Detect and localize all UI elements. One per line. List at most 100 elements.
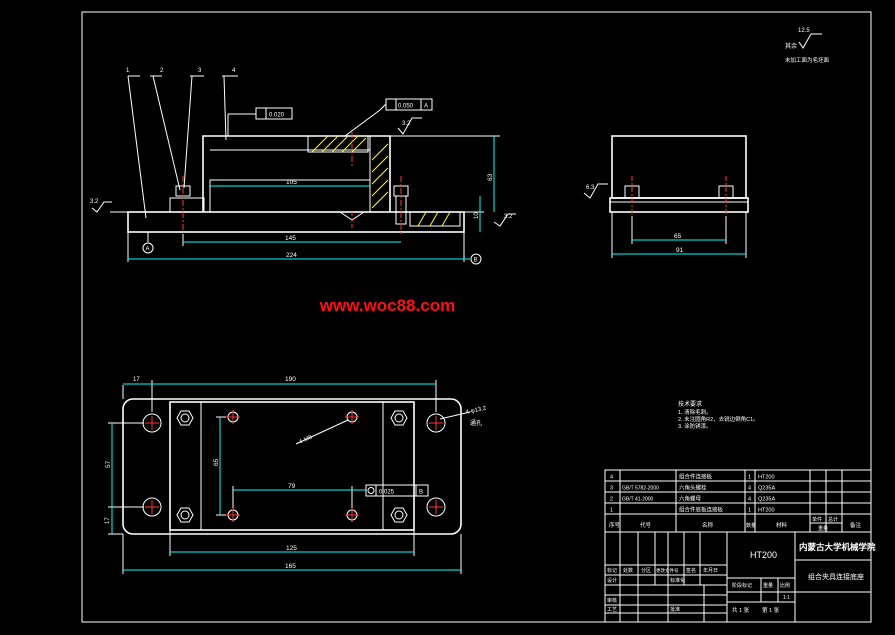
- roughness-symbol-side: [583, 183, 608, 199]
- balloon-1: 1: [126, 68, 130, 74]
- bom-row-3-name: 六角螺母: [679, 495, 702, 503]
- tb-label-sign: 签名: [686, 567, 696, 574]
- bom-row-2-material: Q235A: [758, 486, 775, 492]
- tb-label-approve: 批准: [670, 606, 680, 613]
- bom-row-1-qty: 1: [748, 475, 751, 481]
- technical-requirements: 技术要求 1. 清除毛刺。 2. 未注圆角R2，去锐边倒角C1。 3. 涂防锈漆…: [678, 400, 759, 430]
- bom-header-remark: 备注: [850, 521, 862, 529]
- top-base-outline: [122, 398, 462, 535]
- title-school: 内蒙古大学机械学院: [799, 542, 876, 552]
- dim-63: 63: [487, 173, 494, 181]
- top-dim-57: 57: [105, 460, 112, 468]
- upper-body-outline: [202, 135, 391, 212]
- title-sheet-no: 第 1 张: [762, 606, 780, 614]
- title-material: HT200: [750, 550, 777, 560]
- tb-label-process: 工艺: [607, 607, 617, 613]
- balloon-4: 4: [232, 68, 236, 74]
- tech-req-item-2: 2. 未注圆角R2，去锐边倒角C1。: [678, 415, 759, 423]
- hex-nut-bl: [176, 507, 194, 523]
- bom-row-4-no: 1: [610, 508, 613, 514]
- through-hole-br: [426, 497, 446, 517]
- side-base: [609, 197, 749, 213]
- bom-row-4-name: 组合件底板连接板: [679, 506, 724, 514]
- tb-label-count: 处数: [623, 567, 633, 574]
- bom-header-material: 材料: [776, 521, 788, 529]
- top-dim-190: 190: [285, 376, 296, 383]
- title-scale: 1:1: [783, 595, 790, 601]
- bom-table: 4 组合件连接板 1 HT200 3 GB/T 5782-2000 六角头螺栓 …: [604, 469, 872, 533]
- hex-nut-br: [390, 507, 408, 523]
- parallelism-datum: A: [424, 104, 428, 110]
- title-block: HT200 内蒙古大学机械学院 组合夹具连接底座 1:1 共 1 张 第 1 张…: [604, 531, 876, 623]
- datum-b-label: B: [474, 258, 478, 264]
- tb-label-stage: 阶段标记: [732, 582, 752, 589]
- hex-nut-tr: [390, 410, 408, 426]
- hex-nut-tl: [176, 410, 194, 426]
- tech-req-item-1: 1. 清除毛刺。: [678, 408, 712, 416]
- tb-label-mark: 标记: [607, 567, 617, 574]
- tb-label-weight: 重量: [763, 582, 773, 589]
- bom-row-3-no: 2: [610, 497, 613, 503]
- datum-a-label: A: [146, 247, 150, 253]
- top-dim-17-side: 17: [105, 517, 111, 524]
- bom-header-code: 代号: [640, 521, 652, 529]
- clamp-block-left: [169, 197, 205, 213]
- roughness-symbol-top: [397, 117, 422, 135]
- balloon-2: 2: [160, 68, 164, 74]
- roughness-general-note: 其余: [785, 42, 797, 50]
- position-tolerance-frame: [365, 484, 429, 497]
- watermark-text: www.woc88.com: [319, 296, 456, 315]
- flatness-frame: [255, 107, 293, 120]
- top-dim-79: 79: [288, 483, 296, 490]
- tech-req-title: 技术要求: [678, 400, 702, 408]
- side-dim-91: 91: [676, 247, 684, 254]
- dim-145: 145: [285, 235, 296, 242]
- through-hole-note: 4-φ13.2: [465, 406, 487, 416]
- roughness-side-value: 6.3: [586, 185, 595, 191]
- bom-header-name: 名称: [702, 521, 714, 529]
- bom-row-4-qty: 1: [748, 508, 751, 514]
- top-dim-125: 125: [286, 545, 297, 552]
- bom-header-qty: 数量: [746, 522, 756, 529]
- tb-label-scale: 比例: [780, 582, 790, 589]
- roughness-left-value: 3.2: [90, 199, 99, 205]
- front-view: 1 2 3 4 0.020 0.050 A 3.2 3.2 3.2: [90, 68, 516, 265]
- bom-row-3-code: GB/T 41-2000: [622, 497, 654, 503]
- position-tolerance-value: 0.025: [379, 490, 395, 496]
- position-tolerance-datum: B: [419, 490, 423, 496]
- tap-hole-note: 4-M8: [298, 434, 314, 445]
- tb-label-change-doc: 更改文件号: [656, 567, 679, 574]
- roughness-symbol-left: [91, 201, 112, 213]
- side-view: 6.3 65 91: [583, 135, 749, 258]
- bom-header-no: 序号: [609, 521, 621, 529]
- bom-row-2-no: 3: [610, 486, 613, 492]
- roughness-symbol-right: [493, 213, 516, 227]
- tech-req-item-3: 3. 涂防锈漆。: [678, 422, 712, 430]
- balloon-3: 3: [198, 68, 202, 74]
- drawing-border: [81, 11, 872, 623]
- roughness-symbol-general: [798, 33, 822, 49]
- parallelism-value: 0.050: [398, 104, 414, 110]
- tb-label-review: 审核: [607, 597, 617, 604]
- tb-label-date: 年月日: [703, 567, 718, 574]
- roughness-general-sub: 未加工面为毛坯面: [785, 56, 830, 64]
- bom-row-3-material: Q235A: [758, 497, 775, 503]
- tb-label-standardize: 标准化: [670, 577, 685, 584]
- bom-header-single: 单件: [812, 516, 822, 523]
- roughness-right-value: 3.2: [504, 214, 513, 220]
- datum-b-circle: [470, 253, 482, 265]
- bom-row-2-qty: 4: [748, 486, 751, 492]
- title-drawing-name: 组合夹具连接底座: [808, 572, 864, 581]
- dim-105: 105: [286, 179, 297, 186]
- tb-label-zone: 分区: [641, 567, 651, 574]
- top-view: 190 17 57 17 65 79 0.025 B 4-M8 4-φ13.2 …: [105, 376, 488, 574]
- bom-row-2-code: GB/T 5782-2000: [622, 486, 659, 492]
- bom-row-4-material: HT200: [758, 508, 775, 514]
- side-dim-65: 65: [674, 233, 682, 240]
- bom-row-1-no: 4: [610, 475, 613, 481]
- dim-224: 224: [286, 252, 297, 259]
- tb-label-design: 设计: [607, 577, 617, 584]
- bom-row-2-name: 六角头螺栓: [679, 484, 707, 492]
- top-dim-17-top: 17: [133, 377, 140, 383]
